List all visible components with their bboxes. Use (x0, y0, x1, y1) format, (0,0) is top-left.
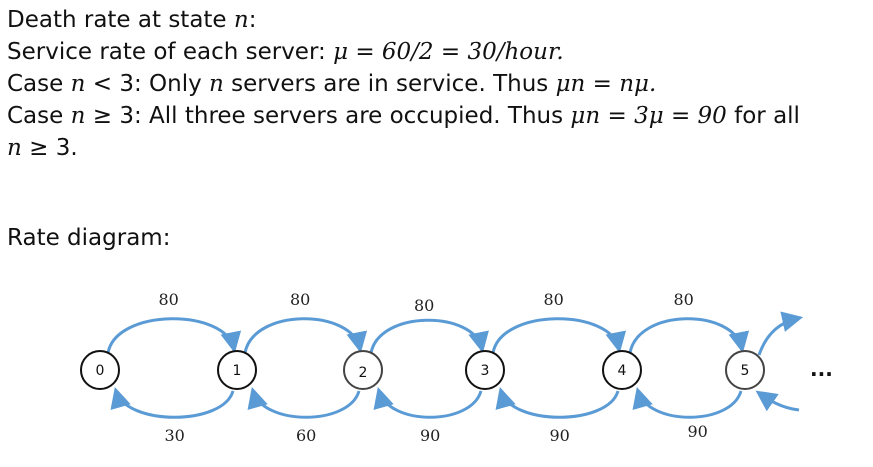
rate-diagram-heading: Rate diagram: (7, 225, 171, 251)
continuation-dots: ... (810, 357, 833, 381)
death-arc (373, 386, 483, 419)
state-circle (465, 350, 505, 390)
rate-labels: 80 80 80 80 80 30 60 90 90 90 (159, 290, 708, 445)
state-label: 5 (741, 363, 750, 379)
state-node: 0 (80, 350, 120, 390)
state-circle (343, 350, 383, 390)
death-arc (632, 386, 743, 419)
transition-arcs (106, 311, 804, 419)
line-n-ge-3: n ≥ 3. (7, 135, 78, 161)
state-label: 2 (359, 365, 368, 381)
death-arc-continuation (755, 390, 800, 412)
birth-rate-label: 80 (674, 290, 694, 309)
death-rate-label: 30 (165, 426, 185, 445)
birth-arc (243, 317, 368, 354)
death-rate-label: 90 (550, 426, 570, 445)
birth-arc (491, 317, 627, 354)
state-circle (217, 350, 257, 390)
state-node: 4 (602, 350, 642, 390)
state-label: 0 (96, 363, 105, 379)
state-circle (80, 350, 120, 390)
state-label: 1 (233, 363, 242, 379)
line-case-less-3: Case n < 3: Only n servers are in servic… (7, 71, 657, 97)
birth-arc (106, 317, 242, 354)
birth-rate-label: 80 (414, 296, 434, 315)
birth-rate-label: 80 (544, 290, 564, 309)
birth-rate-label: 80 (290, 290, 310, 309)
birth-arc (628, 317, 750, 354)
state-circle (602, 350, 642, 390)
line-service-rate: Service rate of each server: μ = 60/2 = … (7, 39, 564, 65)
death-arc (110, 386, 235, 419)
death-rate-label: 60 (296, 426, 316, 445)
state-label: 3 (481, 363, 490, 379)
birth-arc (369, 318, 489, 354)
death-rate-label: 90 (420, 426, 440, 445)
state-nodes: 0 1 2 3 4 5 (80, 350, 765, 390)
description-text: Death rate at state n: Service rate of e… (7, 4, 800, 164)
death-arc (247, 386, 361, 419)
state-node: 1 (217, 350, 257, 390)
state-circle (725, 350, 765, 390)
birth-arc-continuation (757, 311, 804, 356)
death-rate-label: 90 (688, 422, 708, 441)
state-node: 3 (465, 350, 505, 390)
birth-rate-label: 80 (159, 290, 179, 309)
line-case-ge-3: Case n ≥ 3: All three servers are occupi… (7, 103, 800, 129)
state-label: 4 (618, 363, 627, 379)
state-node: 2 (343, 350, 383, 390)
death-arc (495, 386, 620, 419)
line-death-rate: Death rate at state n: (7, 7, 257, 33)
state-node: 5 (725, 350, 765, 390)
